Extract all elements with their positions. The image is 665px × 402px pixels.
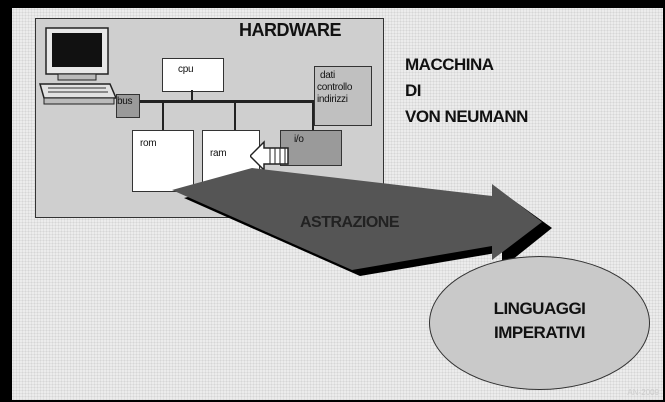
- ellipse-line-2: IMPERATIVI: [493, 323, 586, 342]
- io-connector: [312, 103, 314, 131]
- bus-label: bus: [117, 96, 133, 107]
- cpu-connector: [191, 90, 193, 100]
- linguaggi-ellipse: LINGUAGGI IMPERATIVI: [429, 256, 650, 390]
- controllo-label: controllo: [317, 82, 353, 93]
- cpu-label: cpu: [178, 64, 194, 75]
- rom-connector: [162, 103, 164, 131]
- ram-label: ram: [210, 148, 227, 159]
- title-text: MACCHINA DI VON NEUMANN: [405, 52, 528, 130]
- computer-icon: [39, 27, 118, 105]
- indirizzi-label: indirizzi: [317, 94, 348, 105]
- title-line-2: DI: [405, 81, 421, 100]
- astrazione-arrow: [172, 168, 552, 276]
- cpu-block: [162, 58, 224, 92]
- astrazione-label: ASTRAZIONE: [300, 214, 400, 231]
- title-line-3: VON NEUMANN: [405, 107, 528, 126]
- rom-label: rom: [140, 138, 157, 149]
- dati-label: dati: [320, 70, 335, 81]
- system-bus-line: [136, 100, 326, 103]
- rom-block: [132, 130, 194, 192]
- ram-connector: [234, 103, 236, 131]
- hardware-title: HARDWARE: [239, 20, 342, 40]
- slide: HARDWARE bus cpu dati controllo indirizz…: [12, 8, 663, 400]
- io-block: [280, 130, 342, 166]
- corner-label: AN-2009: [627, 388, 659, 397]
- ellipse-line-1: LINGUAGGI: [493, 299, 586, 318]
- bus-lines-block: [314, 66, 372, 126]
- bus-block: [116, 94, 140, 118]
- io-ram-arrow: [250, 140, 289, 172]
- io-label: i/o: [294, 134, 304, 145]
- title-line-1: MACCHINA: [405, 55, 494, 74]
- ellipse-text: LINGUAGGI IMPERATIVI: [430, 297, 649, 345]
